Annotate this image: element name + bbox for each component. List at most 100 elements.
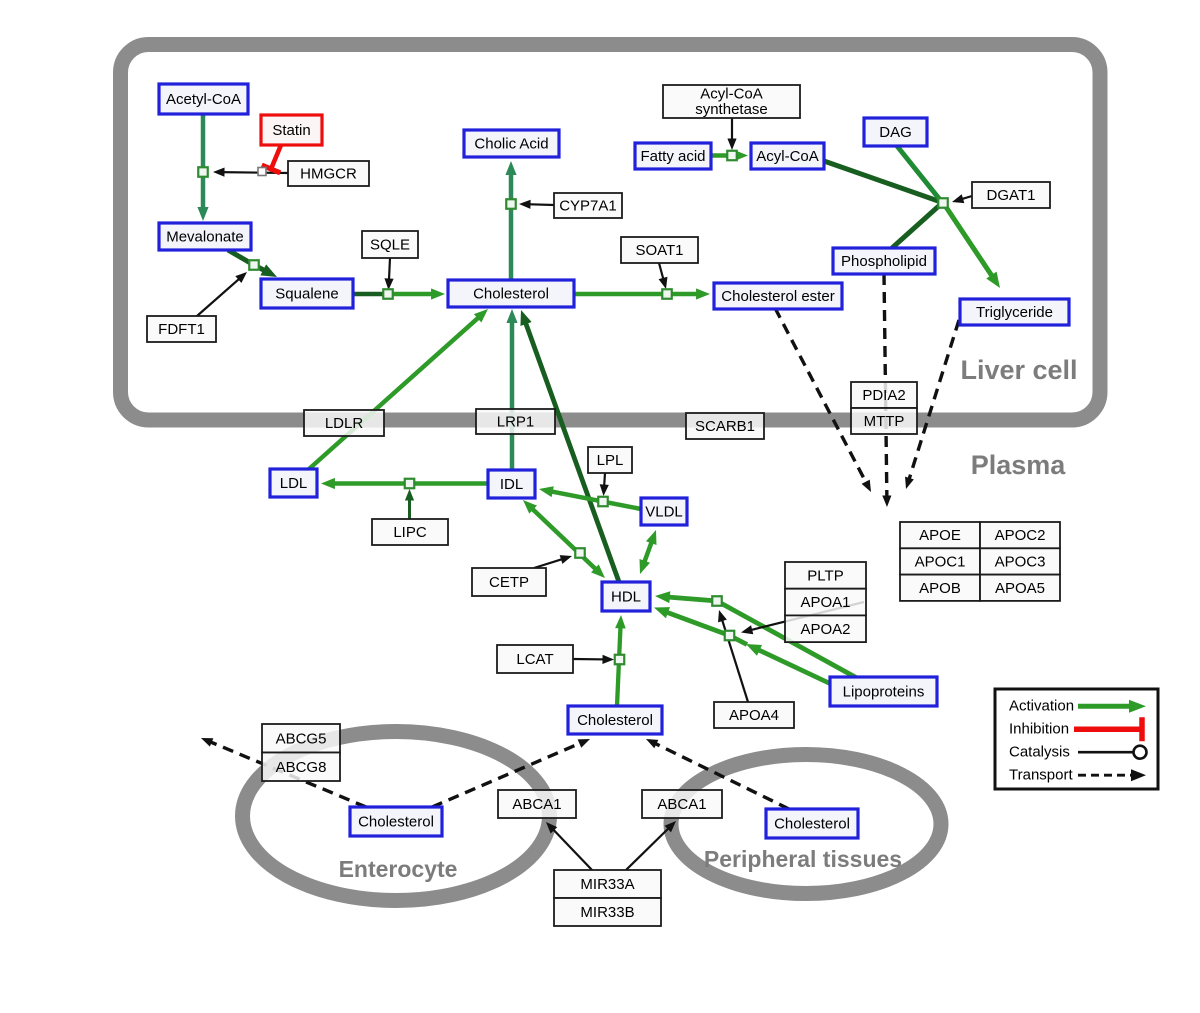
node-lipoproteins[interactable]: Lipoproteins <box>828 675 939 708</box>
edge-line-hdl-to-cholesterol <box>521 317 622 583</box>
node-lipc[interactable]: LIPC <box>371 518 449 546</box>
node-apoa4[interactable]: APOA4 <box>713 701 795 729</box>
node-box-cyp7a1 <box>553 192 623 219</box>
node-box-squalene <box>259 277 355 310</box>
node-mevalonate[interactable]: Mevalonate <box>157 221 253 252</box>
edge-triglyceride-transport <box>905 319 961 489</box>
node-label-cholesterol-ester: Cholesterol ester <box>721 288 834 305</box>
node-label-hdl: HDL <box>611 589 641 606</box>
edge-dag-to-dgat-anchor <box>895 144 943 203</box>
edge-line-cyp7a1-catalysis <box>526 203 555 207</box>
node-label-acyl-coa: Acyl-CoA <box>756 148 819 165</box>
node-box-vldl <box>639 496 689 527</box>
node-acyl-coa[interactable]: Acyl-CoA <box>749 141 826 171</box>
node-box-cholesterol-plasma <box>566 704 664 736</box>
arrowhead-lpl-catalysis <box>599 484 609 496</box>
node-idl[interactable]: IDL <box>486 468 537 500</box>
node-label-squalene: Squalene <box>275 286 338 303</box>
node-label-cetp: CETP <box>489 574 529 591</box>
edge-lipc-catalysis <box>404 489 415 519</box>
arrowhead-mir33-to-abca1-peripheral <box>664 821 676 833</box>
node-cholesterol-peripheral[interactable]: Cholesterol <box>764 807 860 840</box>
node-fdft1[interactable]: FDFT1 <box>146 315 217 343</box>
node-cyp7a1[interactable]: CYP7A1 <box>553 192 623 219</box>
anchor-gray-hmgcr-catalysis <box>257 166 267 177</box>
node-label-acetyl-coa: Acetyl-CoA <box>166 91 241 108</box>
node-label-cholic-acid: Cholic Acid <box>474 136 548 153</box>
node-cetp[interactable]: CETP <box>471 567 547 597</box>
node-dgat1[interactable]: DGAT1 <box>971 181 1051 209</box>
node-triglyceride[interactable]: Triglyceride <box>958 297 1071 327</box>
node-label-statin: Statin <box>272 122 310 139</box>
node-cholesterol-ester[interactable]: Cholesterol ester <box>712 281 844 311</box>
node-box-lpl <box>587 446 633 474</box>
node-ldl[interactable]: LDL <box>268 467 319 499</box>
edge-lipoproteins-to-anchor-lower <box>746 644 833 687</box>
node-phospholipid[interactable]: Phospholipid <box>831 246 937 276</box>
node-label-idl: IDL <box>500 476 523 493</box>
edge-line-mir33-to-abca1-peripheral <box>625 825 672 871</box>
arrowhead-acetylcoa-to-mevalonate <box>197 207 209 221</box>
node-label-acyl-coa-synthetase-0: Acyl-CoA <box>700 85 763 102</box>
arrowhead-triglyceride-transport <box>905 476 914 489</box>
node-cholesterol-liver[interactable]: Cholesterol <box>446 278 576 309</box>
arrowhead-idl-to-cholesterol <box>506 309 518 323</box>
node-box-pltp-apoa-complex-2 <box>784 614 867 644</box>
node-cholesterol-enterocyte[interactable]: Cholesterol <box>348 805 444 838</box>
edge-cholesterol-to-cholicacid <box>505 161 517 280</box>
edge-hdl-vldl-exchange <box>639 530 657 574</box>
edge-vldl-to-idl <box>539 486 642 512</box>
node-squalene[interactable]: Squalene <box>259 277 355 310</box>
node-label-dgat1: DGAT1 <box>987 187 1036 204</box>
node-soat1[interactable]: SOAT1 <box>620 236 699 264</box>
arrowhead-ldl-to-cholesterol <box>473 309 488 323</box>
node-fatty-acid[interactable]: Fatty acid <box>633 141 713 171</box>
edge-cholesterol-to-ester <box>574 288 710 300</box>
node-cholesterol-plasma[interactable]: Cholesterol <box>566 704 664 736</box>
edge-line-cetp-catalysis <box>533 557 566 570</box>
node-abca1-enterocyte[interactable]: ABCA1 <box>497 789 577 819</box>
node-dag[interactable]: DAG <box>862 116 929 148</box>
node-lrp1[interactable]: LRP1 <box>475 408 556 435</box>
node-sqle[interactable]: SQLE <box>361 230 419 259</box>
node-cholic-acid[interactable]: Cholic Acid <box>462 128 561 159</box>
node-scarb1[interactable]: SCARB1 <box>685 412 765 440</box>
arrowhead-lipoproteins-to-anchor-lower <box>746 644 762 656</box>
edge-enterocyte-efflux-transport <box>201 738 367 809</box>
anchor-dgat-anchor-to-triglyceride <box>937 197 949 209</box>
node-box-fatty-acid <box>633 141 713 171</box>
node-box-apo-table-2-1 <box>979 573 1061 602</box>
node-hdl[interactable]: HDL <box>600 580 652 613</box>
node-box-cetp <box>471 567 547 597</box>
node-hmgcr[interactable]: HMGCR <box>287 160 370 187</box>
edge-cetp-catalysis <box>533 555 572 570</box>
node-box-phospholipid <box>831 246 937 276</box>
node-abca1-peripheral[interactable]: ABCA1 <box>641 789 723 819</box>
node-acetyl-coa[interactable]: Acetyl-CoA <box>157 82 250 116</box>
legend-label-activation: Activation <box>1009 698 1074 715</box>
node-vldl[interactable]: VLDL <box>639 496 689 527</box>
node-ldlr[interactable]: LDLR <box>303 409 385 437</box>
arrowhead-phospholipid-transport <box>882 495 892 507</box>
node-box-abca1-peripheral <box>641 789 723 819</box>
edge-line-enterocyte-to-plasma-transport <box>431 740 585 809</box>
arrowhead-peripheral-to-plasma-transport <box>646 739 659 749</box>
node-label-mir33-complex-0: MIR33A <box>580 876 634 893</box>
node-box-lipoproteins <box>828 675 939 708</box>
arrowhead-apoa4-catalysis <box>718 610 727 623</box>
edge-phospholipid-to-dgat-anchor <box>890 202 943 250</box>
node-lcat[interactable]: LCAT <box>496 644 574 674</box>
node-box-mir33-complex-0 <box>553 869 662 899</box>
node-box-acetyl-coa <box>157 82 250 116</box>
edge-line-lipoproteins-to-anchor-lower <box>753 645 833 687</box>
node-lpl[interactable]: LPL <box>587 446 633 474</box>
node-statin[interactable]: Statin <box>259 113 324 147</box>
node-box-apo-table-0-0 <box>899 521 981 550</box>
